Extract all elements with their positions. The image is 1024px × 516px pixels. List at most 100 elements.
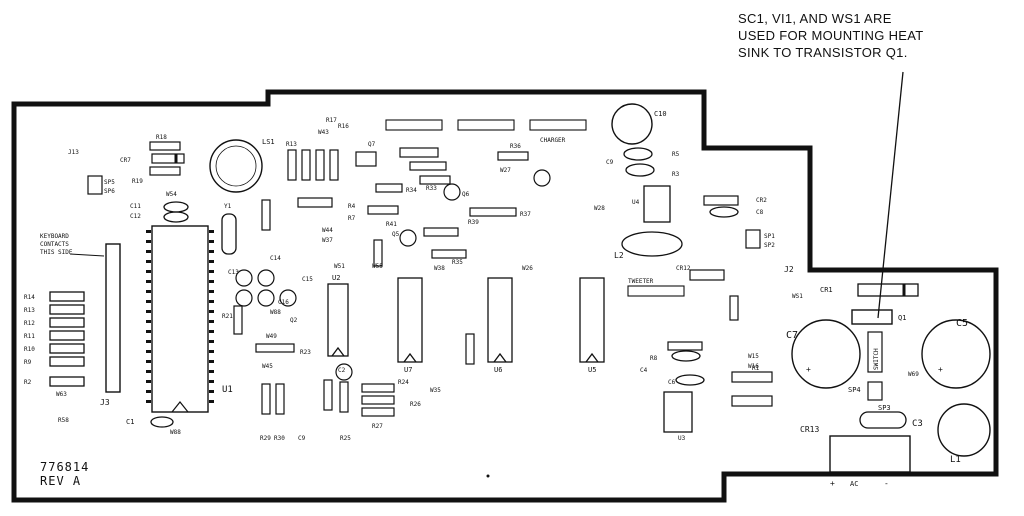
label-q1: Q1 (898, 314, 906, 322)
resistor-r42 (261, 199, 271, 231)
label-r4: R4 (348, 203, 356, 210)
resistor-r14 (373, 239, 383, 267)
label-r17: R17 (326, 117, 337, 124)
ic-u3 (663, 391, 693, 433)
label-sp6: SP6 (104, 188, 115, 195)
resistor-r37 (469, 207, 517, 217)
resistor-r-pair (667, 341, 703, 351)
capacitor-c-mid (671, 350, 701, 362)
label-r16: R16 (338, 123, 349, 130)
keyboard-note-3: THIS SIDE (40, 249, 73, 256)
ic-u1-pins (146, 230, 214, 403)
label-tweeter: TWEETER (628, 278, 654, 285)
capacitor-c10 (611, 103, 653, 145)
heat-sink-note: SC1, VI1, AND WS1 ARE USED FOR MOUNTING … (738, 10, 1018, 61)
label-c2: C2 (338, 367, 346, 374)
label-w51: W51 (334, 263, 345, 270)
keyboard-note-2: CONTACTS (40, 241, 69, 248)
label-j13: J13 (68, 149, 79, 156)
capacitors-c13-c16 (235, 269, 297, 307)
capacitor-c5 (921, 319, 991, 389)
resistor-r12b (729, 295, 739, 321)
transistor-q-bottom (335, 363, 353, 381)
board-outline (11, 89, 999, 503)
note-leader-line (877, 71, 904, 319)
label-c14: C14 (270, 255, 281, 262)
label-c8: C8 (756, 209, 764, 216)
label-cr12: CR12 (676, 265, 691, 272)
label-c5: C5 (956, 318, 968, 329)
capacitor-c1 (150, 416, 174, 428)
resistor-r32 (423, 227, 459, 237)
label-r27: R27 (372, 423, 383, 430)
capacitor-cap-mid (355, 151, 377, 167)
label-w45: W45 (262, 363, 273, 370)
cr13-plus: + (830, 479, 835, 488)
label-r2: R2 (24, 379, 32, 386)
resistor-r35 (431, 249, 467, 259)
label-w88b: W88 (270, 309, 281, 316)
label-r8: R8 (650, 355, 658, 362)
resistor-r21 (233, 305, 243, 335)
capacitor-c7 (791, 319, 861, 389)
diode-cr4 (297, 197, 333, 208)
label-sp5: SP5 (104, 179, 115, 186)
label-c16: C16 (278, 299, 289, 306)
diode-cr2 (703, 195, 739, 206)
label-y1: Y1 (224, 203, 232, 210)
label-w28: W28 (594, 205, 605, 212)
label-j2: J2 (784, 265, 794, 274)
label-c7: C7 (786, 330, 798, 341)
bridge-cr13 (829, 435, 911, 473)
note-line-1: SC1, VI1, AND WS1 ARE (738, 11, 892, 26)
label-cr7: CR7 (120, 157, 131, 164)
cr13-ac: AC (850, 480, 858, 488)
label-r24: R24 (398, 379, 409, 386)
label-charger: CHARGER (540, 137, 566, 144)
capacitor-c8 (709, 206, 739, 218)
transistor-q-top (533, 169, 551, 187)
label-r13b: R13 (286, 141, 297, 148)
label-r7: R7 (348, 215, 356, 222)
label-w49: W49 (266, 333, 277, 340)
part-number: 776814 (40, 460, 90, 474)
label-w88: W88 (170, 429, 181, 436)
label-r11: R11 (24, 333, 35, 340)
ic-u4 (643, 185, 671, 223)
label-w69: W69 (908, 371, 919, 378)
label-c3: C3 (912, 419, 923, 429)
label-r26: R26 (410, 401, 421, 408)
label-c9b: C9 (606, 159, 614, 166)
label-r30b: R30 (274, 435, 285, 442)
label-sp3: SP3 (878, 404, 891, 412)
label-w26: W26 (522, 265, 533, 272)
label-w54: W54 (166, 191, 177, 198)
ic-u5 (579, 277, 605, 363)
label-q5: Q5 (392, 231, 400, 238)
note-line-3: SINK TO TRANSISTOR Q1. (738, 45, 908, 60)
label-r14: R14 (24, 294, 35, 301)
resistor-r34 (375, 183, 403, 193)
label-sp4: SP4 (848, 386, 861, 394)
speaker-ls1-inner (215, 145, 257, 187)
keyboard-arrow (69, 253, 105, 257)
c7-plus: + (806, 365, 811, 374)
ic-u7 (397, 277, 423, 363)
resistor-r41 (367, 205, 399, 215)
label-c11: C11 (130, 203, 141, 210)
label-u7: U7 (404, 366, 412, 374)
jumper-sp4 (867, 381, 883, 401)
resistor-r1 (731, 371, 773, 383)
inductor-l1 (937, 403, 991, 457)
resistor-r30-vert (465, 333, 475, 365)
label-r34: R34 (406, 187, 417, 194)
label-switch: SWITCH (873, 348, 880, 370)
label-cr13: CR13 (800, 425, 819, 434)
label-j3: J3 (100, 398, 110, 407)
speaker-ls1 (209, 139, 263, 193)
transistor-q5 (399, 229, 417, 247)
label-r21: R21 (222, 313, 233, 320)
resistor-r33 (419, 175, 451, 185)
capacitor-c11 (163, 201, 189, 213)
